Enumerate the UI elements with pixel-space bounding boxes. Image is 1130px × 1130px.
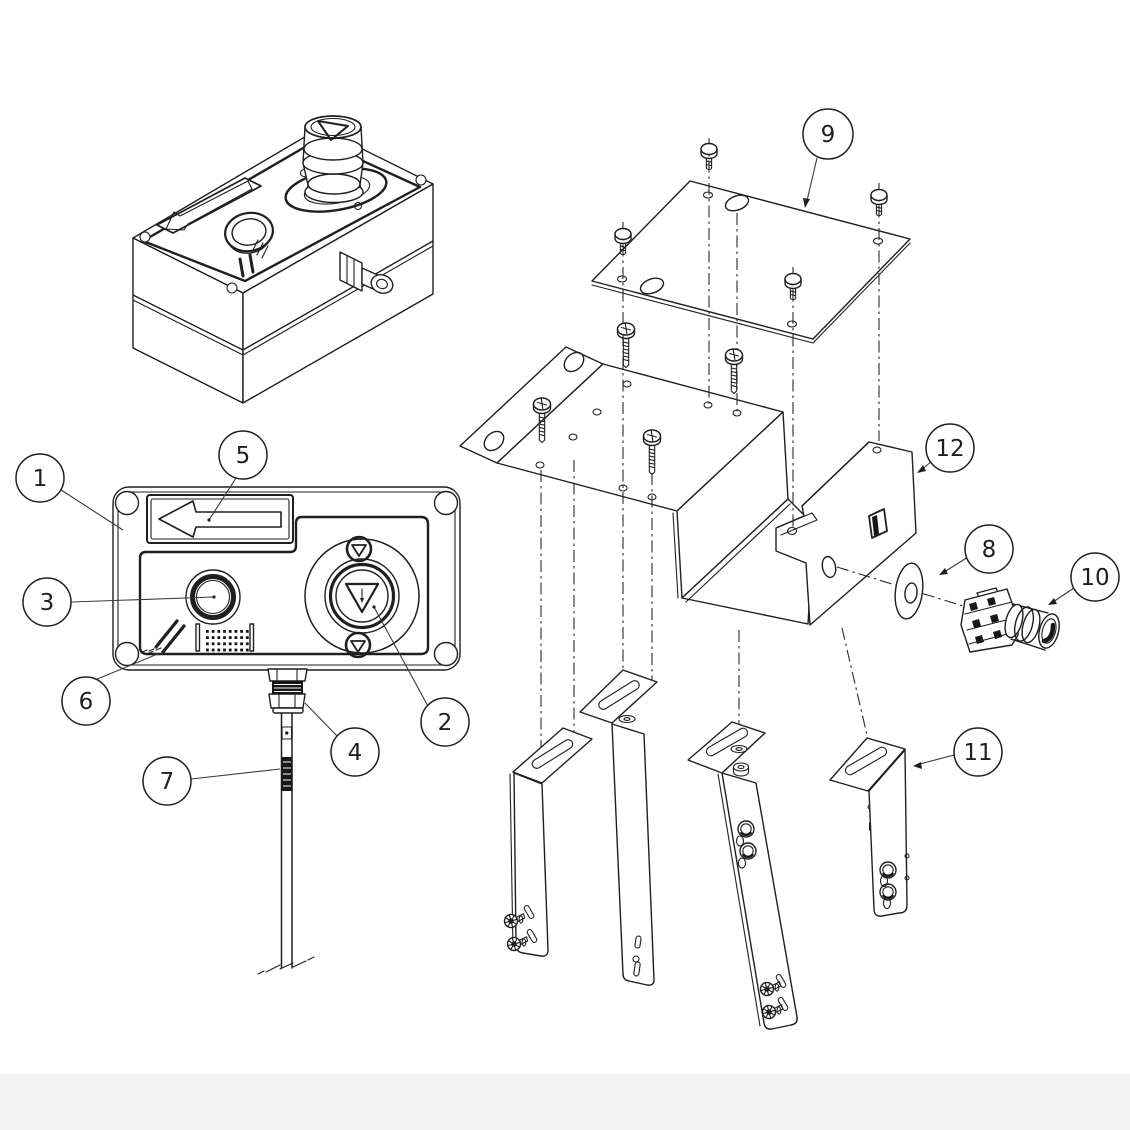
cover-plate (591, 180, 911, 344)
callout-5: 5 (207, 430, 268, 522)
engraving-stamp-iso (251, 239, 269, 259)
arrow-label (146, 494, 294, 544)
marking-bars-iso (238, 253, 255, 278)
callout-label: 4 (348, 740, 363, 766)
callout-label: 12 (935, 436, 964, 462)
callout-3: 3 (22, 577, 216, 627)
isometric-enclosure (132, 115, 434, 404)
marking-slashes (154, 619, 186, 654)
bracket-leg-2 (579, 669, 658, 986)
release-arrow-top (345, 535, 373, 563)
callout-label: 6 (79, 689, 94, 715)
callout-6: 6 (61, 652, 161, 726)
callout-11: 11 (913, 727, 1003, 777)
cable-gland-iso (339, 251, 394, 294)
arrow-label-iso (156, 177, 262, 234)
callout-label: 8 (982, 537, 997, 563)
release-arrow-bottom (344, 631, 372, 659)
callout-2: 2 (372, 605, 470, 747)
reset-button (185, 569, 241, 625)
enclosure-box (775, 441, 917, 626)
bracket-leg-3 (687, 721, 798, 1030)
bracket-leg-1 (502, 727, 593, 957)
callout-label: 3 (40, 590, 55, 616)
push-button-cylinder (1004, 603, 1060, 651)
callout-8: 8 (939, 524, 1014, 575)
emergency-stop-button (304, 535, 420, 659)
bracket-leg-4 (829, 737, 910, 917)
callouts: 1 2 3 4 5 6 (15, 108, 1120, 806)
page-bottom-margin (0, 1074, 1130, 1130)
callout-label: 9 (821, 122, 836, 148)
callout-label: 10 (1080, 565, 1109, 591)
switch-contact-block (960, 587, 1060, 653)
mounting-bracket (459, 346, 815, 625)
callout-label: 5 (236, 443, 251, 469)
callout-10: 10 (1048, 552, 1120, 605)
callout-label: 11 (963, 740, 992, 766)
callout-1: 1 (15, 453, 124, 531)
front-panel-view (112, 486, 461, 975)
cable (257, 712, 315, 975)
engraving-stamp (141, 647, 162, 654)
callout-label: 7 (160, 769, 175, 795)
callout-12: 12 (917, 423, 975, 473)
speaker-grille (195, 623, 255, 652)
callout-4: 4 (304, 702, 380, 777)
cable-gland (267, 668, 308, 714)
callout-7: 7 (142, 756, 281, 806)
callout-label: 2 (438, 710, 453, 736)
callout-label: 1 (33, 466, 48, 492)
washer (894, 562, 924, 620)
cable-break-symbol (257, 956, 315, 975)
estop-mushroom-button (302, 115, 364, 204)
callout-9: 9 (802, 108, 854, 208)
